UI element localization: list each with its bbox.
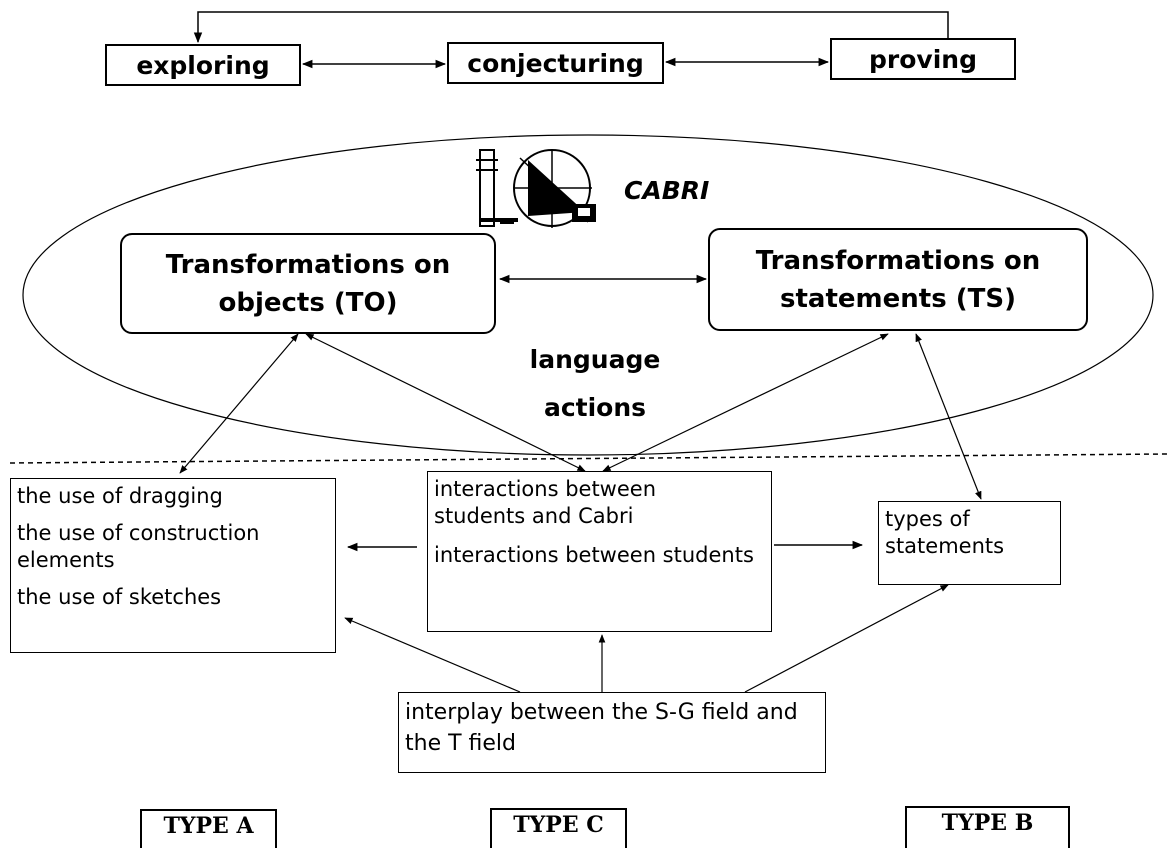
conjecturing-label: conjecturing [467, 48, 644, 78]
type-a-label: TYPE A [163, 813, 254, 839]
use-of-dragging-text: the use of dragging [17, 484, 223, 508]
interactions-students-text: interactions between students [434, 543, 754, 567]
interplay-text: interplay between the S-G field and the … [405, 700, 798, 756]
language-actions-label: language actions [520, 336, 670, 432]
bottom-to-left-arrow [344, 617, 521, 693]
cabri-logo-icon [476, 149, 596, 228]
type-a-aspects-box: the use of dragging the use of construct… [10, 478, 336, 653]
interactions-students-cabri-text: interactions between students and Cabri [434, 477, 656, 528]
to-middle-box-arrow [305, 333, 586, 472]
feedback-loop-arrow [193, 11, 949, 44]
language-label: language [529, 345, 661, 374]
type-b-box: TYPE B [905, 806, 1070, 848]
transformations-objects-box: Transformations on objects (TO) [120, 233, 496, 334]
to-left-box-arrow [179, 333, 299, 474]
transformations-statements-line1: Transformations on [755, 245, 1041, 276]
transformations-statements-box: Transformations on statements (TS) [708, 228, 1088, 331]
type-b-label: TYPE B [941, 810, 1034, 836]
interplay-box: interplay between the S-G field and the … [398, 692, 826, 773]
proving-label: proving [869, 44, 977, 74]
exploring-label: exploring [136, 50, 270, 80]
transformations-objects-line1: Transformations on [165, 249, 451, 280]
type-c-label: TYPE C [513, 812, 604, 838]
use-of-sketches-text: the use of sketches [17, 585, 222, 609]
type-c-aspects-box: interactions between students and Cabri … [427, 471, 772, 632]
proving-box: proving [830, 38, 1016, 80]
conjecturing-box: conjecturing [447, 42, 664, 84]
cabri-ellipse [22, 134, 1154, 456]
cabri-label: CABRI [624, 176, 710, 205]
types-of-statements-text: types of statements [885, 507, 1005, 558]
ts-right-box-arrow [915, 333, 982, 500]
use-of-construction-elements-text: the use of construction elements [17, 521, 260, 572]
exploring-box: exploring [105, 44, 301, 86]
ts-middle-box-arrow [602, 333, 889, 472]
transformations-statements-line2: statements (TS) [780, 283, 1016, 314]
transformations-objects-line2: objects (TO) [218, 287, 398, 318]
type-a-box: TYPE A [140, 809, 277, 848]
type-c-box: TYPE C [490, 808, 627, 848]
actions-label: actions [543, 393, 647, 422]
type-b-aspects-box: types of statements [878, 501, 1061, 585]
bottom-to-right-arrow [744, 584, 949, 693]
